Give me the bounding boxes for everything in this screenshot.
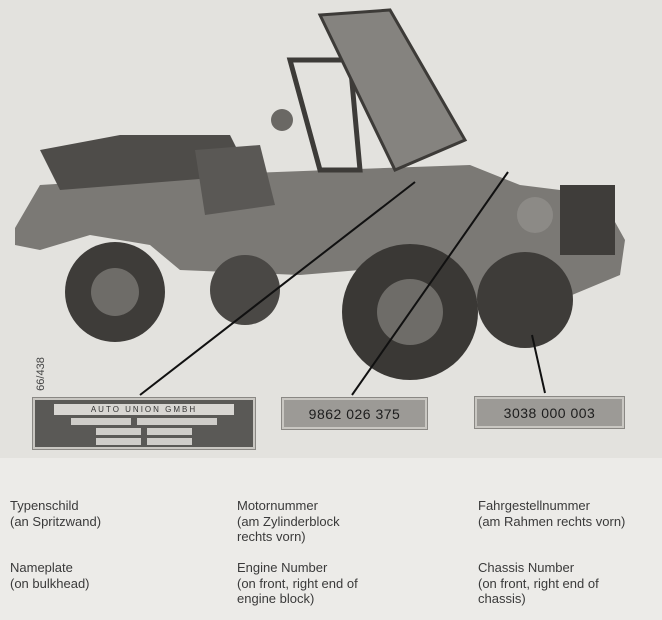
caption-title: Chassis Number — [478, 560, 575, 575]
caption-desc: (on bulkhead) — [10, 575, 90, 591]
caption-nameplate-de: Typenschild (an Spritzwand) — [10, 498, 101, 529]
caption-title: Nameplate — [10, 560, 73, 575]
chassis-number-plate: 3038 000 003 — [475, 397, 624, 428]
caption-title: Engine Number — [237, 560, 328, 575]
caption-desc: (on front, right end of — [237, 575, 358, 591]
photo-reference-code: 66/438 — [34, 357, 47, 391]
nameplate-image: AUTO UNION GMBH — [33, 398, 255, 449]
vehicle-photo: 66/438 AUTO UNION GMBH 9862 026 375 3038… — [15, 8, 625, 449]
caption-nameplate-en: Nameplate (on bulkhead) — [10, 560, 90, 591]
caption-engine-de: Motornummer (am Zylinderblock rechts vor… — [237, 498, 340, 545]
nameplate-header: AUTO UNION GMBH — [54, 404, 234, 415]
caption-desc: (on front, right end of — [478, 575, 599, 591]
caption-desc: engine block) — [237, 591, 315, 606]
caption-desc: (am Zylinderblock — [237, 513, 340, 529]
caption-desc: (an Spritzwand) — [10, 513, 102, 529]
caption-title: Fahrgestellnummer — [478, 498, 590, 513]
caption-engine-en: Engine Number (on front, right end of en… — [237, 560, 358, 607]
vehicle-illustration — [15, 8, 625, 396]
caption-title: Motornummer — [237, 498, 318, 513]
caption-desc: (am Rahmen rechts vorn) — [478, 513, 626, 529]
caption-desc: rechts vorn) — [237, 529, 306, 544]
caption-chassis-en: Chassis Number (on front, right end of c… — [478, 560, 599, 607]
caption-chassis-de: Fahrgestellnummer (am Rahmen rechts vorn… — [478, 498, 625, 529]
caption-title: Typenschild — [10, 498, 79, 513]
engine-number-plate: 9862 026 375 — [282, 398, 427, 429]
caption-desc: chassis) — [478, 591, 526, 606]
